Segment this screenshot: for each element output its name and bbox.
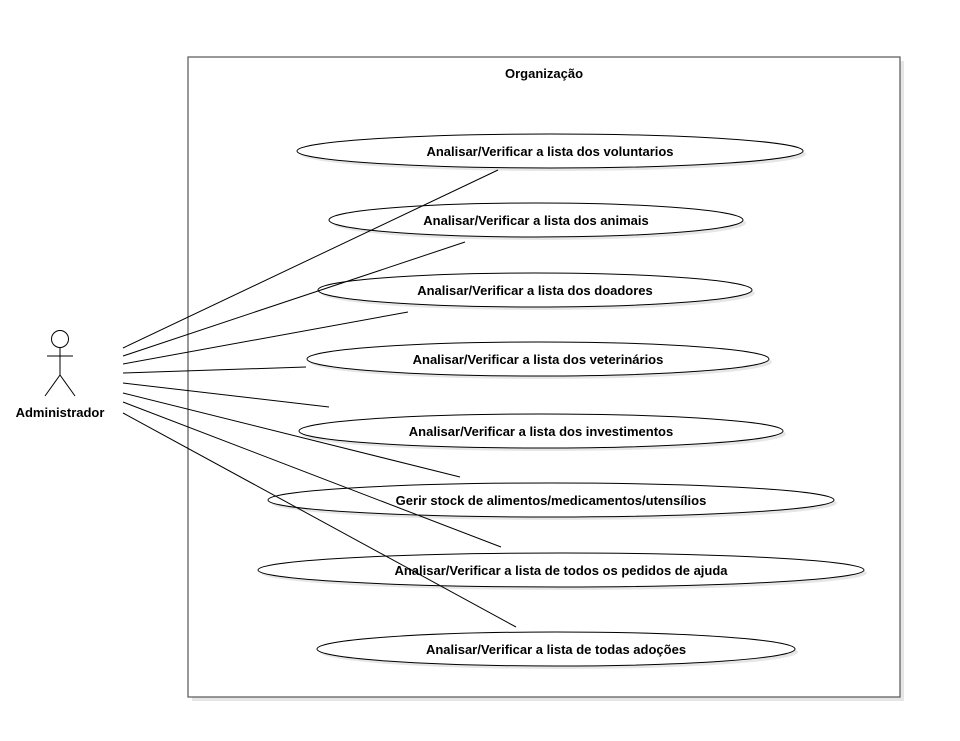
use-case-label: Analisar/Verificar a lista dos voluntari… — [426, 144, 673, 159]
system-title: Organização — [505, 66, 583, 81]
association-line[interactable] — [122, 382, 330, 408]
use-case-label: Analisar/Verificar a lista dos animais — [423, 213, 648, 228]
use-case-label: Analisar/Verificar a lista de todos os p… — [394, 563, 728, 578]
actor-right-leg — [59, 374, 76, 397]
association-line[interactable] — [122, 241, 466, 357]
use-cases: Analisar/Verificar a lista dos voluntari… — [257, 133, 867, 669]
use-case-label: Gerir stock de alimentos/medicamentos/ut… — [396, 493, 707, 508]
use-case-ellipse — [306, 341, 770, 377]
use-case-ellipse — [317, 272, 753, 308]
use-case-gerir-stock[interactable]: Gerir stock de alimentos/medicamentos/ut… — [267, 482, 837, 520]
use-case-doadores[interactable]: Analisar/Verificar a lista dos doadores — [317, 272, 755, 310]
actor-left-leg — [44, 374, 61, 397]
use-case-adocoes[interactable]: Analisar/Verificar a lista de todas adoç… — [316, 631, 798, 669]
association-line[interactable] — [122, 412, 517, 628]
actor-figure[interactable] — [44, 330, 76, 397]
actor-name: Administrador — [16, 405, 105, 420]
use-case-ellipse — [298, 413, 784, 449]
use-case-veterinarios[interactable]: Analisar/Verificar a lista dos veterinár… — [306, 341, 772, 379]
use-case-voluntarios[interactable]: Analisar/Verificar a lista dos voluntari… — [296, 133, 806, 171]
use-case-animais[interactable]: Analisar/Verificar a lista dos animais — [328, 202, 746, 240]
association-line[interactable] — [122, 392, 461, 478]
use-case-ellipse — [296, 133, 804, 169]
association-line[interactable] — [122, 401, 502, 548]
associations — [122, 169, 517, 628]
use-case-ellipse — [267, 482, 835, 518]
use-case-ellipse — [328, 202, 744, 238]
association-line[interactable] — [122, 169, 499, 349]
use-case-label: Analisar/Verificar a lista dos veterinár… — [413, 352, 664, 367]
use-case-ellipse — [316, 631, 796, 667]
use-case-label: Analisar/Verificar a lista dos doadores — [417, 283, 653, 298]
use-case-investimentos[interactable]: Analisar/Verificar a lista dos investime… — [298, 413, 786, 451]
use-case-ellipse — [257, 552, 865, 588]
use-case-label: Analisar/Verificar a lista dos investime… — [409, 424, 673, 439]
association-line[interactable] — [122, 311, 409, 365]
use-case-label: Analisar/Verificar a lista de todas adoç… — [426, 642, 686, 657]
use-case-pedidos-ajuda[interactable]: Analisar/Verificar a lista de todos os p… — [257, 552, 867, 590]
association-line[interactable] — [122, 366, 307, 374]
actor-head — [51, 330, 69, 348]
